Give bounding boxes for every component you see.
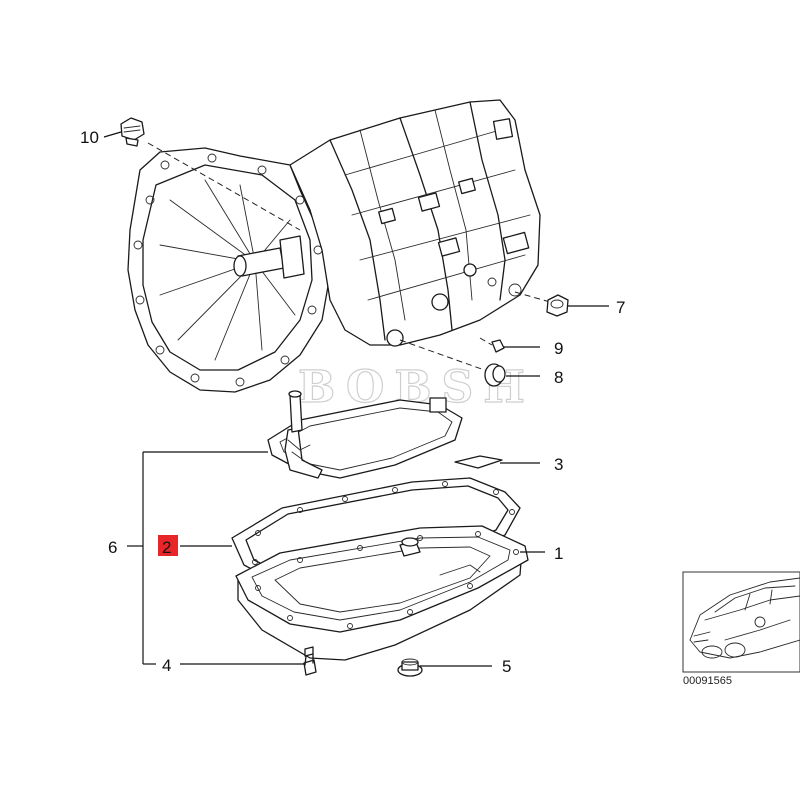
callout-2: 2 bbox=[162, 538, 171, 557]
assembly-line-7 bbox=[514, 291, 551, 303]
leader-lines bbox=[103, 131, 609, 667]
callout-7: 7 bbox=[616, 298, 625, 317]
diagram-id: 00091565 bbox=[683, 675, 732, 687]
assembly-line-10 bbox=[147, 142, 301, 231]
part-7-plug bbox=[546, 294, 569, 317]
flange-bolt-holes bbox=[133, 153, 323, 387]
pan-bolt-holes bbox=[255, 531, 519, 629]
part-5-drain-plug bbox=[397, 658, 423, 677]
assembly-line-9 bbox=[479, 337, 493, 346]
vehicle-thumbnail: 00091565 bbox=[682, 571, 800, 687]
assembly-line-8 bbox=[399, 339, 491, 373]
callout-10: 10 bbox=[80, 128, 99, 147]
part-4-bolt bbox=[303, 646, 317, 676]
callout-2-highlight bbox=[158, 535, 178, 556]
transmission-housing bbox=[127, 99, 541, 393]
car-icon bbox=[689, 577, 800, 659]
part-10-plug bbox=[120, 117, 145, 147]
callout-1: 1 bbox=[554, 544, 563, 563]
part-1-oil-pan bbox=[235, 525, 529, 661]
callout-3: 3 bbox=[554, 455, 563, 474]
callout-8: 8 bbox=[554, 368, 563, 387]
callout-4: 4 bbox=[162, 656, 171, 675]
part-8-bushing bbox=[484, 363, 506, 387]
part-3-seal bbox=[454, 455, 503, 469]
callouts: 10 7 9 8 3 1 6 2 4 5 bbox=[80, 128, 625, 676]
callout-6: 6 bbox=[108, 538, 117, 557]
callout-9: 9 bbox=[554, 339, 563, 358]
part-6-filter bbox=[267, 390, 463, 479]
part-9-plug bbox=[491, 339, 505, 353]
callout-5: 5 bbox=[502, 657, 511, 676]
